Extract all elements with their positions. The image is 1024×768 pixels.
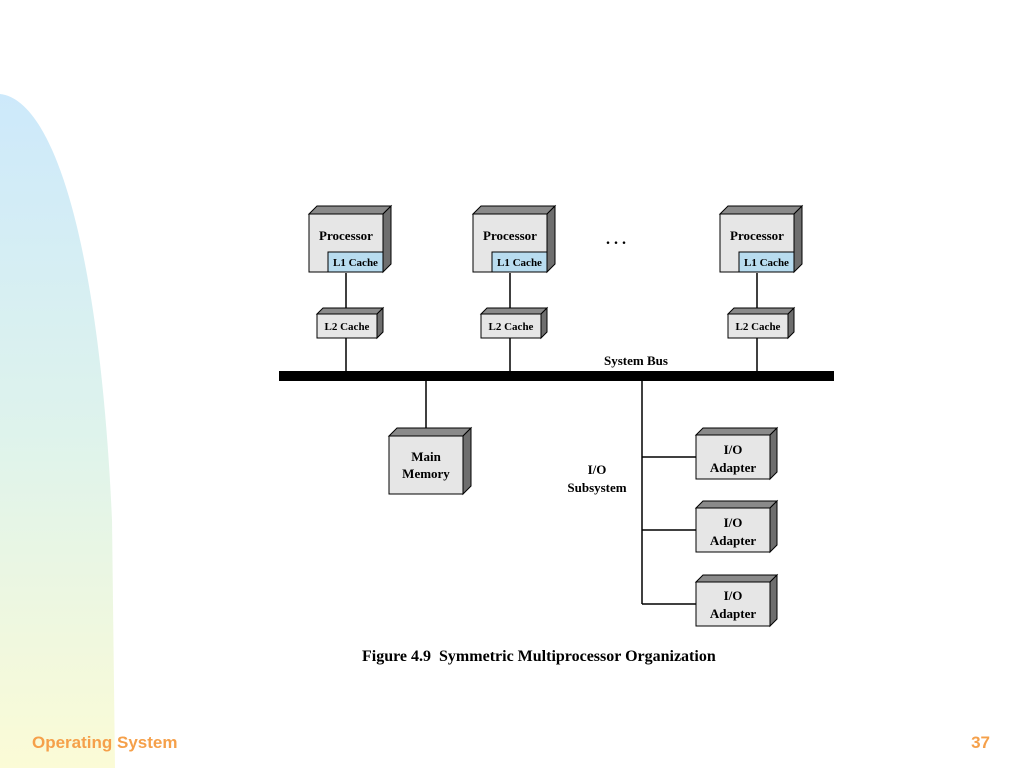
processor-3-l2-label: L2 Cache	[736, 321, 781, 333]
processor-2: Processor L1 Cache	[471, 204, 557, 274]
processor-1-l1-label: L1 Cache	[333, 257, 378, 269]
processor-1-label: Processor	[319, 228, 373, 243]
figure-caption: Figure 4.9 Symmetric Multiprocessor Orga…	[362, 648, 716, 665]
io-adapter-2-line1: I/O	[724, 515, 743, 530]
processor-1: Processor L1 Cache	[307, 204, 393, 274]
io-adapter-2-line2: Adapter	[710, 533, 756, 548]
processor-3-l1-cache	[738, 251, 795, 273]
page-number: 37	[971, 733, 990, 752]
processor-ellipsis: . . .	[606, 231, 626, 248]
processor-3-l1-label: L1 Cache	[744, 257, 789, 269]
connector-lines	[345, 273, 758, 605]
io-adapter-2: I/O Adapter	[694, 499, 779, 554]
io-adapter-3-line2: Adapter	[710, 606, 756, 621]
io-adapter-3-line1: I/O	[724, 588, 743, 603]
system-bus	[279, 371, 834, 381]
processor-2-l2-cache: L2 Cache	[479, 306, 549, 340]
io-subsystem-line2: Subsystem	[567, 480, 626, 495]
processor-3: Processor L1 Cache	[718, 204, 804, 274]
processor-3-l2-cache: L2 Cache	[726, 306, 796, 340]
io-adapter-1: I/O Adapter	[694, 426, 779, 481]
processor-2-l2-label: L2 Cache	[489, 321, 534, 333]
io-adapter-1-line2: Adapter	[710, 460, 756, 475]
io-adapter-1-line1: I/O	[724, 442, 743, 457]
main-memory-line1: Main	[411, 449, 441, 464]
main-memory: Main Memory	[387, 426, 473, 496]
footer-title: Operating System	[32, 733, 178, 752]
processor-2-l1-label: L1 Cache	[497, 257, 542, 269]
processor-2-label: Processor	[483, 228, 537, 243]
processor-3-label: Processor	[730, 228, 784, 243]
io-subsystem-line1: I/O	[588, 462, 607, 477]
processor-1-l2-cache: L2 Cache	[315, 306, 385, 340]
io-adapter-3: I/O Adapter	[694, 573, 779, 628]
processor-1-l2-label: L2 Cache	[325, 321, 370, 333]
system-bus-label: System Bus	[604, 353, 668, 368]
processor-2-l1-cache	[491, 251, 548, 273]
main-memory-line2: Memory	[402, 466, 450, 481]
processor-1-l1-cache	[327, 251, 384, 273]
